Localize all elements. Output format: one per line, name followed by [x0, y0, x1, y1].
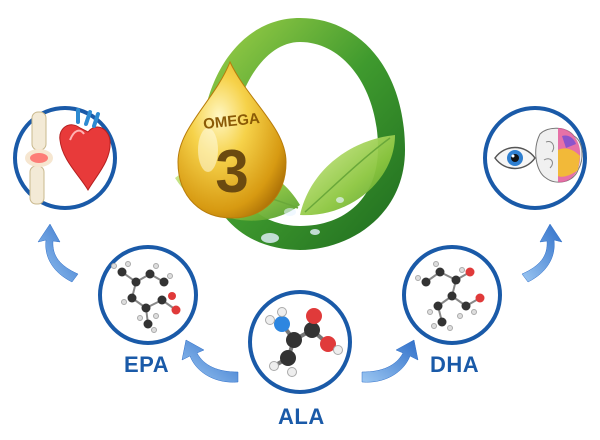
- joint-heart-circle: [13, 106, 117, 210]
- drop-word: OMEGA: [202, 110, 260, 133]
- epa-circle: [98, 245, 198, 345]
- arrow-epa-to-heart: [37, 223, 79, 283]
- label-ala: ALA: [278, 404, 325, 429]
- eye-icon: [494, 146, 536, 170]
- arrow-ala-to-epa: [181, 339, 239, 383]
- brain-icon: [535, 127, 583, 183]
- omega3-drop: OMEGA 3: [177, 60, 287, 219]
- ala-circle: [248, 290, 352, 394]
- label-dha: DHA: [430, 352, 480, 377]
- joint-icon: [25, 111, 53, 205]
- eye-brain-circle: [483, 106, 587, 210]
- dha-circle: [402, 245, 502, 345]
- heart-icon: [59, 108, 111, 192]
- arrow-dha-to-brain: [521, 223, 563, 283]
- ala-molecule-icon: [265, 307, 343, 377]
- arrows: [37, 223, 563, 383]
- label-epa: EPA: [124, 352, 170, 377]
- arrow-ala-to-dha: [361, 339, 419, 383]
- drop-number: 3: [215, 138, 248, 205]
